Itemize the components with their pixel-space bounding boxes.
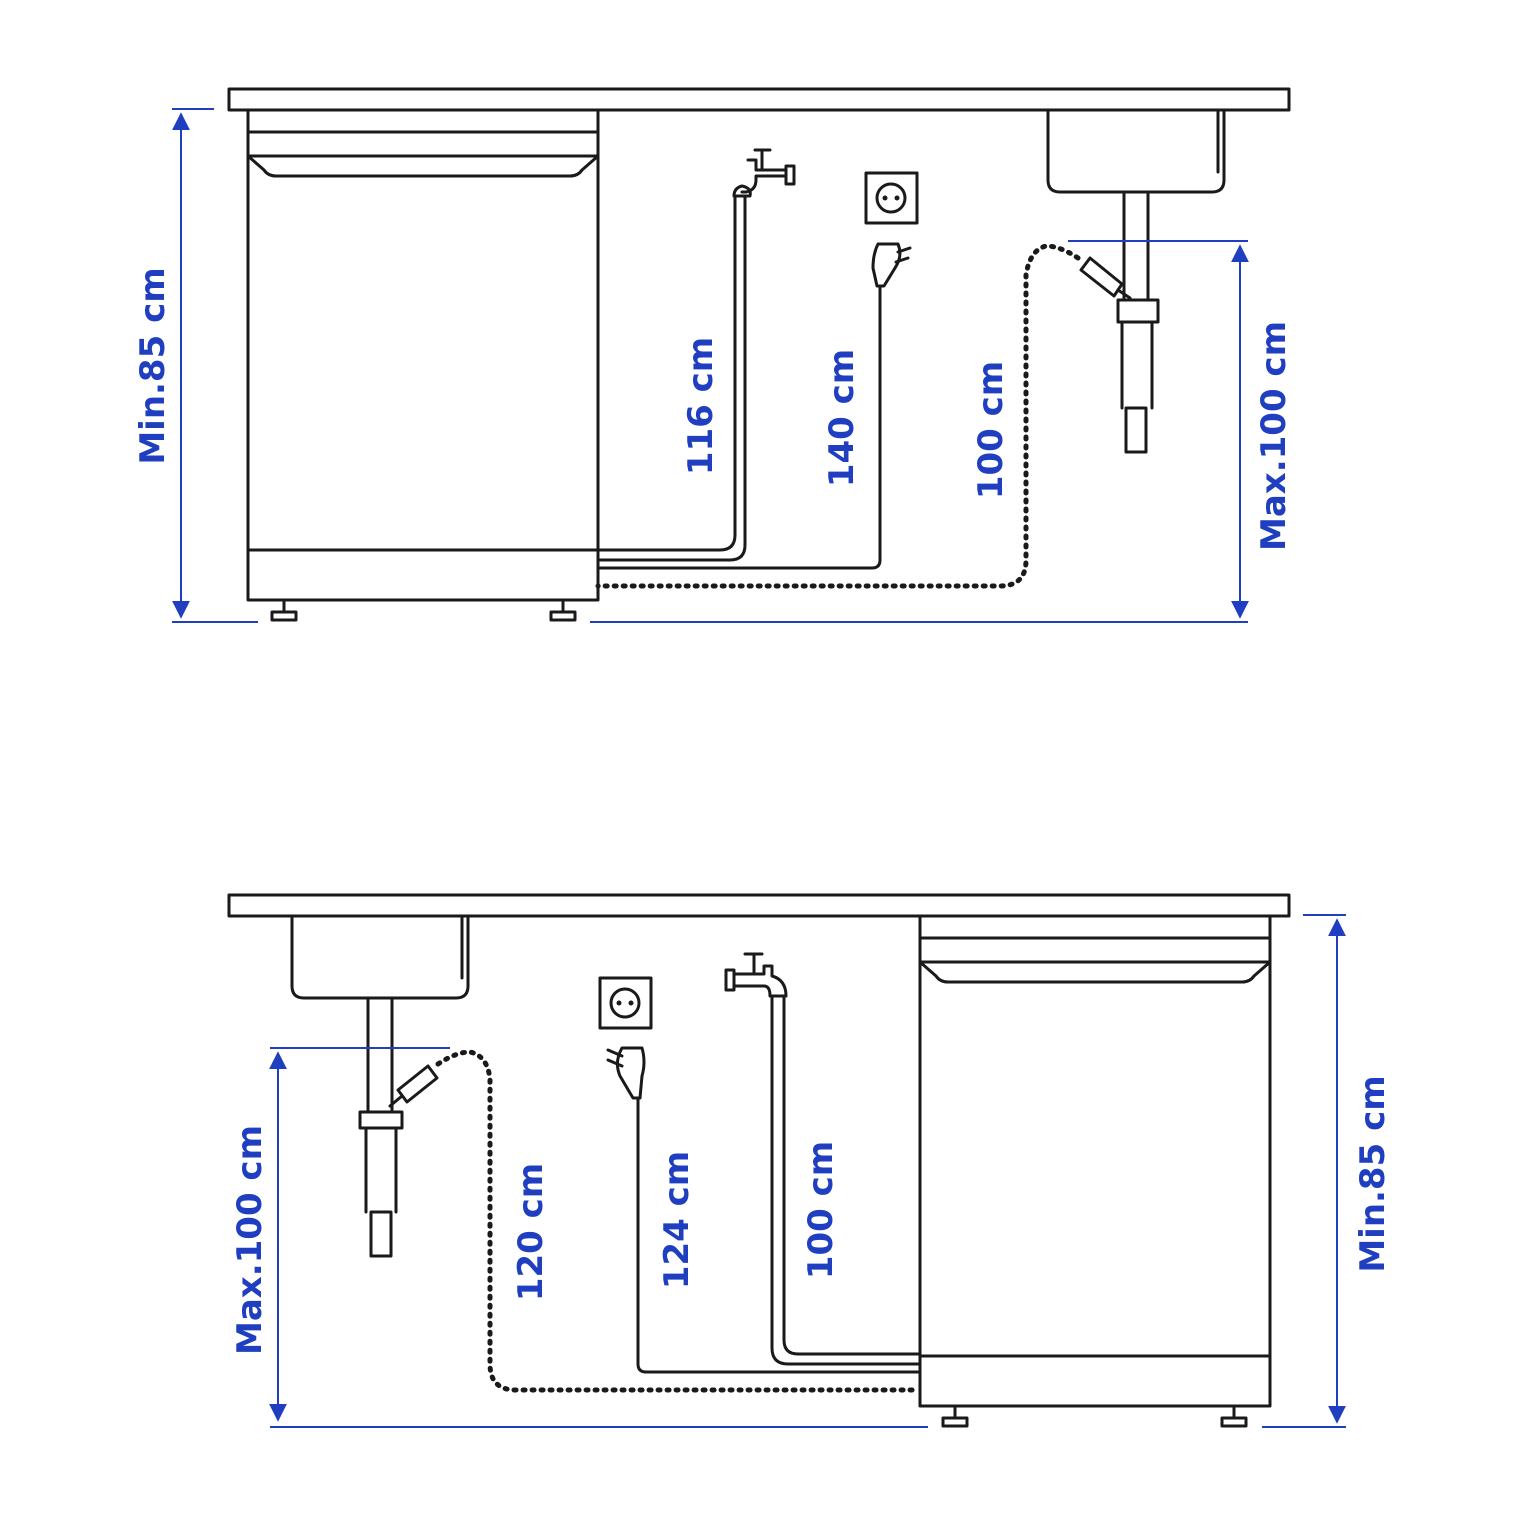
countertop [227,87,1291,112]
dimension-min-height: Min.85 cm [1262,914,1393,1428]
dimension-min-height: Min.85 cm [133,108,258,623]
drain-connector-icon [1079,256,1132,300]
power-plug-icon [606,1046,646,1100]
sink [290,914,470,1258]
countertop [227,893,1291,918]
dishwasher [918,914,1272,1428]
water-hose [770,996,920,1366]
diagram-bottom: Max.100 cm Min.85 cm 120 cm 124 cm 100 c… [227,893,1393,1428]
water-tap-icon [732,148,796,198]
power-socket-icon [864,171,919,225]
water-hose [596,194,737,552]
water-hose [596,194,747,562]
water-hose [782,996,920,1356]
drain-hose [595,243,1081,589]
water-hose-length-label: 100 cm [801,1141,841,1279]
dishwasher-foot [941,1404,969,1428]
max-drain-height-label: Max.100 cm [230,1125,270,1355]
dimension-max-drain-height: Max.100 cm [1068,240,1294,619]
water-hose-length-label: 116 cm [681,337,721,475]
min-height-label: Min.85 cm [133,267,173,464]
dishwasher [246,108,600,622]
power-cord [596,284,882,570]
power-cord-length-label: 140 cm [822,349,862,487]
water-tap-icon [724,952,788,998]
drain-hose [435,1049,921,1393]
dishwasher-foot [270,598,298,622]
sink [1046,108,1226,454]
power-plug-icon [871,242,912,288]
max-drain-height-label: Max.100 cm [1254,321,1294,551]
power-cord-length-label: 124 cm [657,1151,697,1289]
drain-connector-icon [388,1064,439,1108]
dimension-max-drain-height: Max.100 cm [230,1047,450,1422]
diagram-top: Min.85 cm Max.100 cm 116 cm 140 cm 100 c… [133,87,1294,623]
dishwasher-foot [1220,1404,1248,1428]
drain-hose-length-label: 100 cm [971,361,1011,499]
dishwasher-foot [549,598,577,622]
min-height-label: Min.85 cm [1353,1075,1393,1272]
power-cord [636,1096,920,1374]
drain-hose-length-label: 120 cm [511,1163,551,1301]
power-socket-icon [598,976,653,1030]
